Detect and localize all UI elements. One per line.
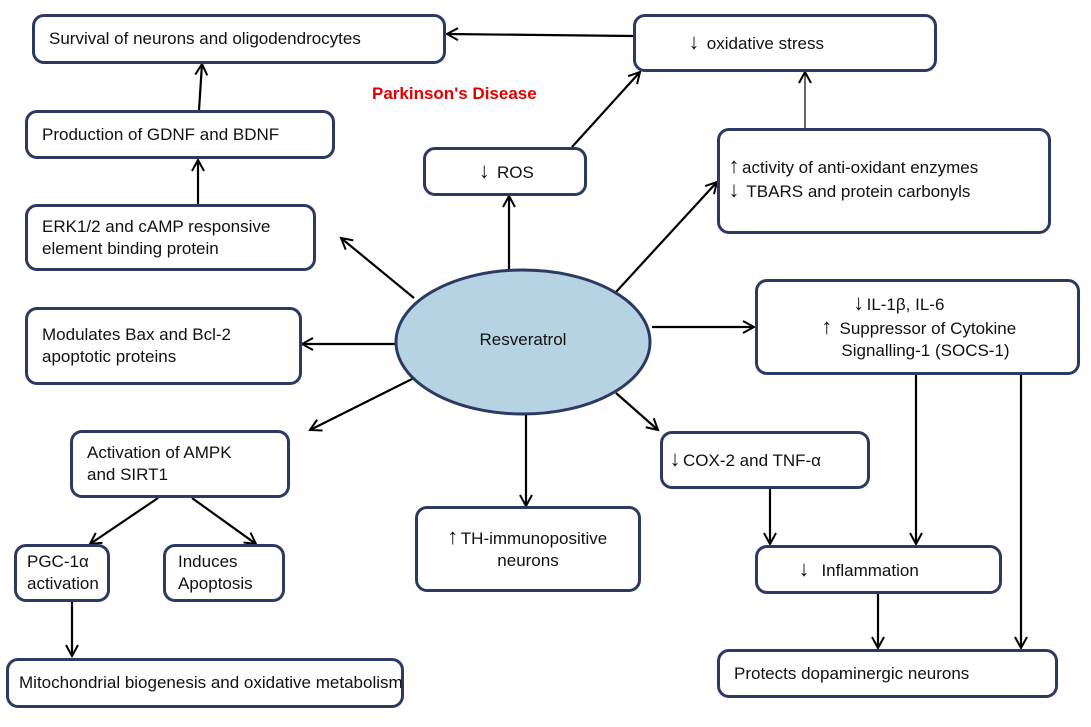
node-antiox-line2: TBARS and protein carbonyls — [746, 182, 971, 201]
node-pgc-line1: PGC-1α — [27, 552, 89, 571]
node-mito[interactable]: Mitochondrial biogenesis and oxidative m… — [6, 658, 404, 708]
node-gdnf[interactable]: Production of GDNF and BDNF — [25, 110, 335, 159]
node-erk-line1: ERK1/2 and cAMP responsive — [42, 216, 271, 236]
arrow-up-icon: ↑ — [821, 314, 833, 339]
node-th-line2: neurons — [497, 551, 559, 570]
node-cox[interactable]: ↓COX-2 and TNF-α — [660, 431, 870, 489]
arrow-down-icon: ↓ — [798, 555, 810, 581]
node-antiox-line1: activity of anti-oxidant enzymes — [742, 158, 979, 177]
node-bax[interactable]: Modulates Bax and Bcl-2 apoptotic protei… — [25, 307, 302, 385]
node-erk[interactable]: ERK1/2 and cAMP responsive element bindi… — [25, 204, 316, 271]
arrow-down-icon: ↓ — [478, 157, 490, 183]
node-oxstress-text: oxidative stress — [706, 34, 824, 53]
node-ampk-line1: Activation of AMPK — [87, 443, 232, 462]
node-ampk-line2: and SIRT1 — [87, 465, 168, 484]
arrow-down-icon: ↓ — [688, 29, 700, 54]
node-antioxidant[interactable]: ↑activity of anti-oxidant enzymes ↓ TBAR… — [717, 128, 1051, 234]
node-cytokine-line1: IL-1β, IL-6 — [866, 295, 945, 314]
node-th-line1: TH-immunopositive — [460, 529, 608, 548]
arrow-up-icon: ↑ — [728, 153, 740, 178]
node-bax-line2: apoptotic proteins — [42, 347, 177, 366]
resveratrol-label: Resveratrol — [479, 330, 567, 349]
node-cytokine-line2: Suppressor of Cytokine — [839, 319, 1017, 338]
node-apoptosis[interactable]: Induces Apoptosis — [163, 544, 285, 602]
arrow-down-icon: ↓ — [669, 446, 681, 471]
node-cytokine[interactable]: ↓IL-1β, IL-6 ↑ Suppressor of Cytokine Si… — [755, 279, 1080, 375]
node-oxidative-stress[interactable]: ↓ oxidative stress — [633, 14, 937, 72]
arrow-center-to-ampk — [310, 376, 417, 430]
node-cox-text: COX-2 and TNF-α — [683, 451, 821, 470]
arrow-gdnf-to-survival — [199, 64, 202, 111]
arrow-ampk-to-pgc — [90, 497, 159, 544]
node-inflammation-text: Inflammation — [821, 560, 919, 580]
node-ampk[interactable]: Activation of AMPK and SIRT1 — [70, 430, 290, 498]
arrow-oxstress-to-survival — [447, 34, 634, 36]
node-cytokine-line3: Signalling-1 (SOCS-1) — [841, 341, 1010, 360]
arrow-center-to-cox — [615, 392, 658, 430]
node-protects-text: Protects dopaminergic neurons — [734, 663, 970, 683]
node-ros-text: ROS — [496, 162, 534, 182]
node-pgc[interactable]: PGC-1α activation — [14, 544, 110, 602]
arrow-ros-to-oxstress — [571, 72, 640, 148]
node-gdnf-text: Production of GDNF and BDNF — [42, 124, 280, 144]
node-mito-text: Mitochondrial biogenesis and oxidative m… — [19, 673, 403, 692]
arrow-ampk-to-apoptosis — [191, 497, 256, 544]
arrow-up-icon: ↑ — [447, 524, 459, 549]
node-survival[interactable]: Survival of neurons and oligodendrocytes — [32, 14, 446, 64]
node-survival-text: Survival of neurons and oligodendrocytes — [49, 29, 361, 48]
resveratrol-ellipse[interactable] — [394, 268, 652, 416]
diagram-title: Parkinson's Disease — [372, 84, 537, 103]
node-erk-line2: element binding protein — [42, 238, 219, 258]
arrow-down-icon: ↓ — [728, 177, 740, 202]
node-pgc-line2: activation — [27, 574, 99, 593]
arrow-center-to-antiox — [615, 182, 717, 293]
node-ros[interactable]: ↓ ROS — [423, 147, 587, 196]
node-protects[interactable]: Protects dopaminergic neurons — [717, 649, 1058, 698]
node-inflammation[interactable]: ↓ Inflammation — [755, 545, 1002, 594]
node-apoptosis-line2: Apoptosis — [178, 574, 253, 593]
node-th[interactable]: ↑TH-immunopositive neurons — [415, 506, 641, 592]
arrow-down-icon: ↓ — [853, 290, 865, 315]
arrow-center-to-erk — [341, 238, 415, 299]
node-apoptosis-line1: Induces — [178, 552, 238, 571]
node-bax-line1: Modulates Bax and Bcl-2 — [42, 325, 231, 344]
